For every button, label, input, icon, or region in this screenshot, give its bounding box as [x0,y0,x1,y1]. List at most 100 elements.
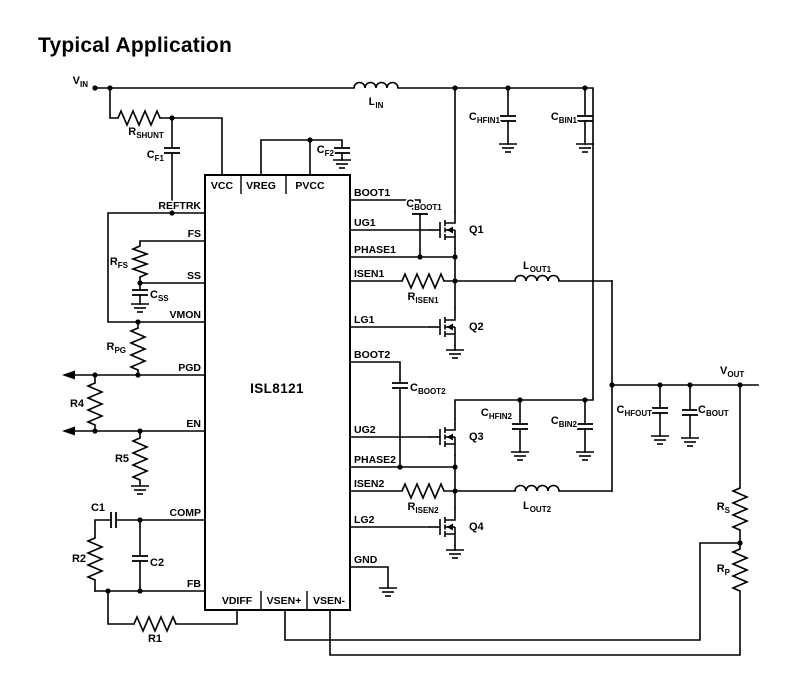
ground-symbol [575,451,595,461]
ic-body [204,174,351,611]
pin-label-fb: FB [187,578,201,590]
capacitor-c-hfout [651,407,669,414]
ground-symbol [130,303,150,313]
pin-label-pgd: PGD [178,362,201,374]
net-vreg-pvcc-cf2 [260,139,343,176]
symbol-layer [62,81,748,632]
pin-label-reftrk: REFTRK [158,200,201,212]
capacitor-c-hfin2 [511,423,529,430]
capacitor-c-f1 [163,147,181,154]
label-c-boot1: CBOOT1 [406,198,442,212]
label-c-hfout: CHFOUT [616,404,652,418]
label-r-s: RS [717,501,731,515]
pin-label-vsen-minus: VSEN- [313,595,346,607]
resistor-r-pg [130,327,146,371]
capacitor-c-bin1 [576,115,594,122]
net-rshunt-vcc [109,87,223,176]
pin-label-vsen-plus: VSEN+ [267,595,302,607]
capacitor-c-boot2 [391,382,409,389]
ic-pin-separators [240,175,308,610]
label-r-isen1: RISEN1 [407,291,439,305]
pin-label-lg2: LG2 [354,514,375,526]
label-vout: VOUT [720,365,744,379]
label-c2: C2 [150,557,164,569]
net-vdiff-r1 [107,590,238,625]
pin-label-vmon: VMON [170,309,202,321]
ic-name: ISL8121 [250,381,304,396]
net-vsen-plus-tap [284,542,741,641]
ground-symbol [650,435,670,445]
ground-symbol [332,159,352,169]
net-vout-rail [611,280,759,492]
label-c1: C1 [91,502,105,514]
pin-label-boot1: BOOT1 [354,187,390,199]
ic-labels: ISL8121 VCC VREG PVCC REFTRK FS SS VMON … [157,179,398,609]
pin-label-isen2: ISEN2 [354,478,385,490]
resistor-r-isen1 [401,273,445,289]
pgd-arrow-icon [62,370,75,380]
label-c-hfin1: CHFIN1 [469,111,501,125]
label-l-out1: LOUT1 [523,260,552,274]
capacitor-c-f2 [333,147,351,154]
capacitor-c2 [131,555,149,562]
capacitor-c-ss [131,289,149,296]
resistor-r-isen2 [401,483,445,499]
label-c-bout: CBOUT [698,404,729,418]
label-r4: R4 [70,398,85,410]
label-r1: R1 [148,633,162,645]
ground-symbol [445,549,465,559]
capacitor-c-bin2 [576,423,594,430]
net-boot1 [349,199,421,258]
page-title: Typical Application [38,34,232,57]
en-arrow-icon [62,426,75,436]
resistor-r4 [87,382,103,426]
resistor-r2 [87,537,103,581]
label-l-in: LIN [369,96,384,110]
label-c-f1: CF1 [147,149,165,163]
resistor-r5 [132,437,148,481]
pin-label-ss: SS [187,270,201,282]
label-r-pg: RPG [106,341,126,355]
ground-symbol [378,587,398,597]
mosfet-q3 [428,417,456,457]
pin-label-isen1: ISEN1 [354,268,385,280]
net-boot2 [349,361,401,468]
ground-symbol [510,451,530,461]
label-c-bin1: CBIN1 [551,111,578,125]
ground-symbol [680,437,700,447]
label-c-ss: CSS [150,289,169,303]
label-q2: Q2 [469,321,484,333]
resistor-r-shunt [117,110,161,126]
label-l-out2: LOUT2 [523,500,552,514]
label-q1: Q1 [469,224,484,236]
ground-symbol [575,143,595,153]
inductor-l-out1 [514,274,560,282]
net-gnd-pin [349,566,389,589]
pin-label-lg1: LG1 [354,314,375,326]
label-q3: Q3 [469,431,484,443]
ground-symbol [130,485,150,495]
net-divider-vsen-minus [329,384,741,656]
label-r-isen2: RISEN2 [407,501,439,515]
label-r-p: RP [717,563,731,577]
capacitor-c-hfin1 [499,115,517,122]
mosfet-q2 [428,307,456,347]
pin-label-boot2: BOOT2 [354,349,390,361]
label-c-f2: CF2 [317,144,335,158]
resistor-r-fs [132,245,148,278]
label-r-shunt: RSHUNT [128,126,164,140]
net-comp-c1-r2 [94,519,206,592]
label-c-bin2: CBIN2 [551,415,578,429]
component-labels: VIN VOUT LIN RSHUNT CF1 CF2 CHFIN1 CBIN1… [68,74,745,647]
pin-label-vdiff: VDIFF [222,595,253,607]
ground-symbol [445,349,465,359]
pin-label-phase2: PHASE2 [354,454,396,466]
capacitor-c1 [110,511,117,529]
pin-label-phase1: PHASE1 [354,244,396,256]
label-c-boot2: CBOOT2 [410,382,446,396]
pin-label-gnd: GND [354,554,378,566]
capacitor-c-bout [681,409,699,416]
label-c-hfin2: CHFIN2 [481,407,513,421]
label-r-fs: RFS [110,256,129,270]
